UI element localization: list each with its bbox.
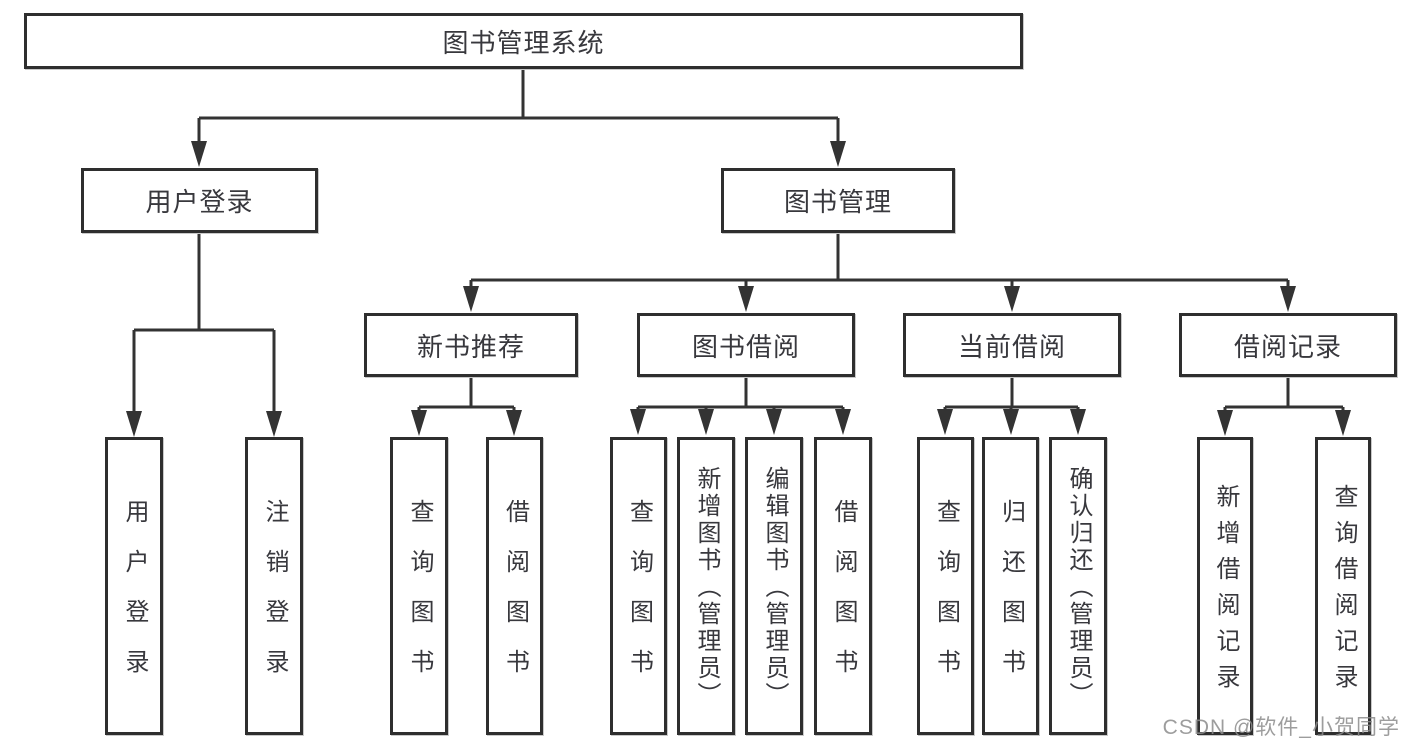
leaf-user-login: 用户登录 bbox=[105, 437, 163, 735]
leaf-confirm-return-admin-label: 确认归还（管理员） bbox=[1065, 466, 1092, 709]
node-user-login: 用户登录 bbox=[81, 168, 318, 233]
leaf-borrow-books-recommend-label: 借阅图书 bbox=[501, 499, 529, 699]
node-book-borrow-label: 图书借阅 bbox=[691, 331, 800, 362]
node-new-book-recommend-label: 新书推荐 bbox=[416, 331, 525, 362]
node-book-borrow: 图书借阅 bbox=[637, 313, 855, 377]
node-book-management-label: 图书管理 bbox=[783, 187, 892, 217]
leaf-query-borrow-record: 查询借阅记录 bbox=[1315, 437, 1371, 735]
node-current-borrow: 当前借阅 bbox=[903, 313, 1121, 377]
leaf-logout-login-label: 注销登录 bbox=[261, 499, 288, 699]
leaf-add-borrow-record-label: 新增借阅记录 bbox=[1212, 484, 1239, 700]
leaf-borrow-books-label: 借阅图书 bbox=[830, 499, 857, 699]
node-root-library-system: 图书管理系统 bbox=[24, 13, 1023, 69]
leaf-confirm-return-admin: 确认归还（管理员） bbox=[1049, 437, 1107, 735]
node-root-label: 图书管理系统 bbox=[442, 27, 605, 58]
node-user-login-label: 用户登录 bbox=[145, 187, 254, 217]
node-book-management: 图书管理 bbox=[721, 168, 955, 233]
node-new-book-recommend: 新书推荐 bbox=[364, 313, 578, 377]
leaf-query-books-current: 查询图书 bbox=[917, 437, 974, 735]
csdn-watermark: CSDN @软件_小贺同学 bbox=[1162, 716, 1400, 739]
leaf-query-borrow-record-label: 查询借阅记录 bbox=[1330, 484, 1357, 700]
leaf-return-books: 归还图书 bbox=[982, 437, 1039, 735]
node-borrow-records-label: 借阅记录 bbox=[1233, 331, 1342, 362]
leaf-query-books-borrow: 查询图书 bbox=[610, 437, 667, 735]
leaf-query-books-recommend: 查询图书 bbox=[390, 437, 448, 735]
leaf-query-books-current-label: 查询图书 bbox=[932, 499, 960, 699]
node-current-borrow-label: 当前借阅 bbox=[957, 331, 1066, 362]
leaf-logout-login: 注销登录 bbox=[245, 437, 303, 735]
leaf-borrow-books: 借阅图书 bbox=[814, 437, 872, 735]
leaf-edit-books-admin-label: 编辑图书（管理员） bbox=[761, 466, 788, 709]
leaf-query-books-recommend-label: 查询图书 bbox=[406, 499, 433, 699]
leaf-add-books-admin-label: 新增图书（管理员） bbox=[693, 466, 720, 709]
leaf-add-books-admin: 新增图书（管理员） bbox=[677, 437, 735, 735]
leaf-user-login-label: 用户登录 bbox=[121, 499, 148, 699]
leaf-add-borrow-record: 新增借阅记录 bbox=[1197, 437, 1253, 735]
node-borrow-records: 借阅记录 bbox=[1179, 313, 1397, 377]
leaf-query-books-borrow-label: 查询图书 bbox=[625, 499, 653, 699]
leaf-borrow-books-recommend: 借阅图书 bbox=[486, 437, 543, 735]
leaf-return-books-label: 归还图书 bbox=[997, 499, 1025, 699]
leaf-edit-books-admin: 编辑图书（管理员） bbox=[745, 437, 803, 735]
